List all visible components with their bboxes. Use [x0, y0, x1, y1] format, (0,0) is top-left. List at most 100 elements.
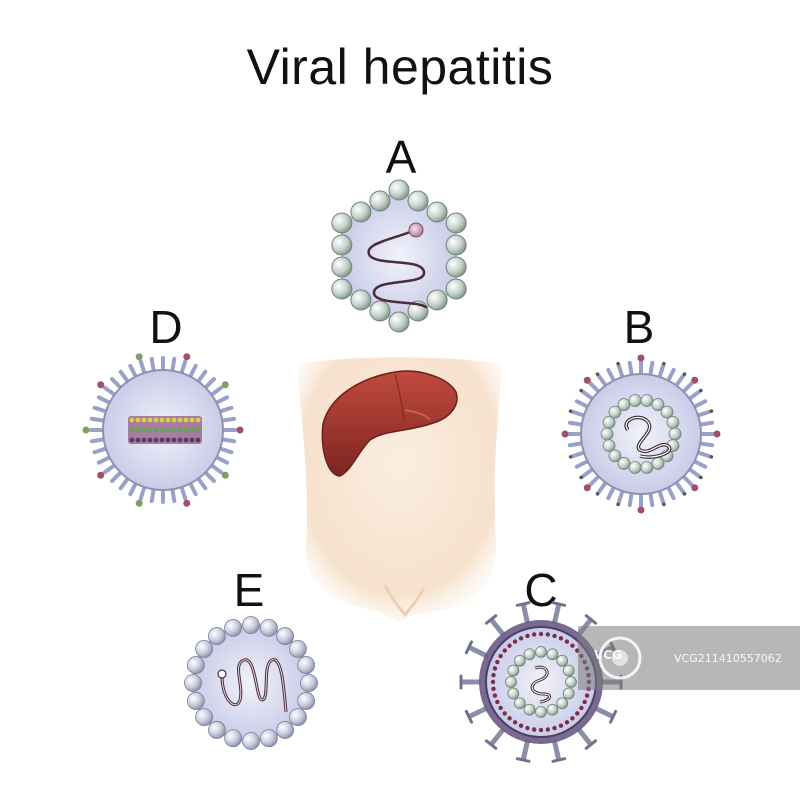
- hepatitis-e-virus-icon: [184, 616, 318, 750]
- membrane-dot: [512, 639, 518, 644]
- hepatitis-c-virus-icon: [459, 601, 623, 763]
- envelope-spike: [179, 359, 188, 375]
- membrane-dot: [531, 632, 537, 637]
- envelope-spike: [674, 373, 686, 388]
- envelope-spike: [110, 377, 123, 390]
- membrane-dot: [490, 679, 496, 685]
- capsomere: [535, 646, 547, 658]
- capsomere: [260, 618, 278, 637]
- envelope-spike: [196, 476, 208, 491]
- envelope-spike: [209, 463, 224, 475]
- membrane-dot: [538, 727, 544, 733]
- membrane-dot: [491, 672, 496, 678]
- capsomere: [331, 256, 353, 278]
- capsomere: [208, 721, 226, 739]
- envelope-spike: [570, 450, 586, 459]
- capsomere: [600, 427, 614, 441]
- surface-antigen: [699, 388, 703, 393]
- genome-dot: [189, 427, 195, 433]
- watermark-brand: VCG: [594, 648, 622, 662]
- genome-dot: [171, 427, 177, 433]
- capsomere: [628, 394, 642, 407]
- surface-antigen: [682, 372, 687, 376]
- label-a: A: [385, 131, 417, 183]
- genome-dot: [165, 427, 171, 433]
- capsomere: [668, 427, 682, 441]
- envelope-spike: [593, 705, 615, 719]
- membrane-dot: [558, 636, 564, 641]
- capsomere: [640, 461, 654, 474]
- envelope-spike: [567, 420, 584, 427]
- membrane-dot: [492, 693, 498, 698]
- capsomere: [608, 449, 622, 463]
- envelope-spike: [118, 369, 130, 384]
- envelope-spike: [138, 359, 147, 375]
- membrane-dot: [570, 716, 575, 721]
- genome-dot: [177, 437, 183, 443]
- envelope-spike: [588, 381, 601, 394]
- capsomere: [535, 706, 547, 718]
- envelope-spike: [666, 485, 676, 501]
- capsomere: [666, 415, 680, 429]
- envelope-spike: [102, 463, 117, 475]
- genome-dot: [189, 417, 195, 423]
- envelope-spike: [149, 356, 156, 373]
- surface-antigen: [97, 381, 105, 389]
- genome-dot: [153, 417, 159, 423]
- genome-dot: [135, 417, 141, 423]
- capsomere: [276, 627, 294, 645]
- envelope-spike: [467, 705, 489, 719]
- capsomere: [195, 708, 213, 726]
- spike-cap: [464, 709, 474, 724]
- surface-antigen: [637, 354, 645, 362]
- genome-dot: [141, 417, 147, 423]
- genome-dot: [141, 427, 147, 433]
- surface-antigen: [637, 506, 645, 514]
- membrane-dot: [582, 699, 587, 705]
- membrane-dot: [495, 699, 500, 705]
- label-c: C: [524, 564, 558, 616]
- capsomere: [369, 190, 391, 212]
- capsomere: [546, 703, 559, 716]
- capsomere: [505, 676, 517, 688]
- envelope-spike: [118, 476, 130, 491]
- membrane-dot: [518, 636, 524, 641]
- envelope-spike: [596, 373, 608, 388]
- capsomere: [195, 640, 213, 658]
- envelope-spike: [218, 446, 234, 455]
- envelope-spike: [467, 645, 489, 659]
- surface-antigen: [691, 484, 699, 492]
- capsomere: [184, 674, 202, 692]
- envelope-spike: [220, 437, 237, 444]
- envelope-spike: [574, 459, 590, 469]
- envelope-spike: [666, 367, 676, 383]
- label-b: B: [623, 301, 655, 353]
- genome-dot: [159, 417, 165, 423]
- envelope-spike: [674, 480, 686, 495]
- envelope-spike: [489, 727, 506, 747]
- envelope-spike: [128, 363, 138, 379]
- membrane-dot: [518, 723, 524, 728]
- envelope-spike: [616, 489, 625, 505]
- envelope-spike: [648, 360, 655, 377]
- genome-dot: [183, 417, 189, 423]
- watermark: [578, 626, 800, 690]
- capsomere: [388, 179, 410, 201]
- capsomere: [445, 234, 467, 256]
- envelope-spike: [220, 416, 237, 423]
- capsomere: [242, 616, 260, 634]
- membrane-dot: [502, 648, 507, 653]
- surface-antigen: [616, 502, 620, 507]
- spike-cap: [484, 739, 498, 750]
- capsomere: [602, 439, 616, 453]
- envelope-spike: [588, 474, 601, 487]
- capsomere: [513, 654, 526, 667]
- genome-dot: [177, 427, 183, 433]
- membrane-dot: [512, 720, 518, 725]
- capsomere: [350, 201, 372, 223]
- membrane-dot: [538, 631, 544, 637]
- surface-antigen: [699, 475, 703, 480]
- capsomere: [640, 394, 654, 407]
- membrane-dot: [498, 653, 503, 659]
- spike-cap: [515, 757, 531, 763]
